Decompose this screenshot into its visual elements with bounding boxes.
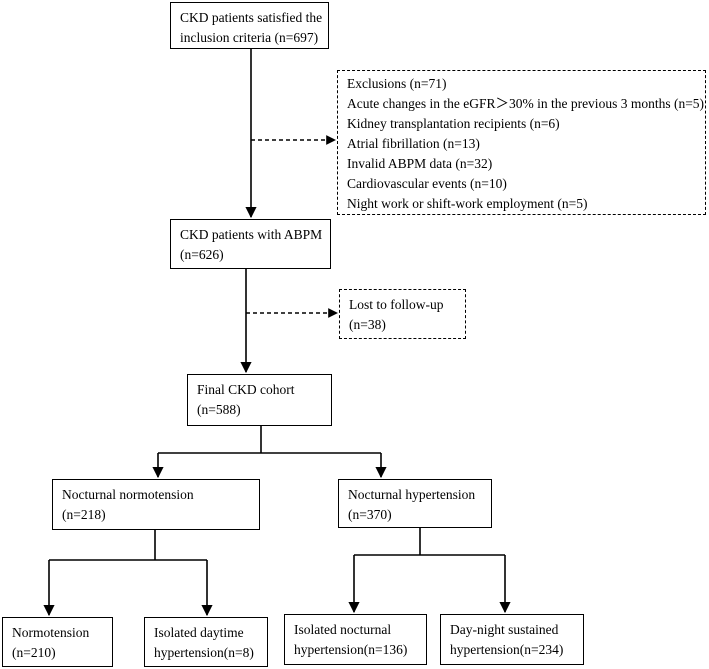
box-text-line: (n=38): [349, 317, 386, 332]
box-exclusions: Exclusions (n=71) Acute changes in the e…: [337, 70, 706, 215]
box-text-line: CKD patients satisfied the: [180, 10, 323, 25]
box-text-line: Lost to follow-up: [349, 297, 444, 312]
box-text-line: (n=588): [197, 402, 241, 417]
box-text-line: inclusion criteria (n=697): [180, 30, 319, 45]
box-text-line: Nocturnal hypertension: [348, 487, 476, 502]
box-text-line: Normotension: [12, 625, 90, 640]
box-text-line: (n=626): [180, 247, 224, 262]
exclusion-item: Acute changes in the eGFR＞30% in the pre…: [347, 96, 705, 111]
box-text-line: (n=210): [12, 645, 56, 660]
box-text-line: Nocturnal normotension: [62, 487, 194, 502]
exclusion-item: Cardiovascular events (n=10): [347, 176, 507, 191]
box-text-line: hypertension(n=136): [294, 642, 408, 657]
box-nocturnal-normotension: Nocturnal normotension (n=218): [52, 479, 260, 530]
box-normotension: Normotension (n=210): [2, 617, 113, 667]
box-isolated-nocturnal-hypertension: Isolated nocturnal hypertension(n=136): [284, 614, 427, 665]
box-text-line: Day-night sustained: [450, 622, 559, 637]
exclusion-item: Kidney transplantation recipients (n=6): [347, 116, 560, 131]
box-text-line: (n=370): [348, 507, 392, 522]
box-final-cohort: Final CKD cohort (n=588): [187, 374, 332, 426]
exclusion-item: Atrial fibrillation (n=13): [347, 136, 480, 151]
box-text-line: Isolated nocturnal: [294, 622, 392, 637]
exclusion-item: Night work or shift-work employment (n=5…: [347, 196, 588, 211]
box-ckd-with-abpm: CKD patients with ABPM (n=626): [170, 219, 331, 269]
box-text-line: (n=218): [62, 507, 106, 522]
box-text-line: hypertension(n=8): [154, 645, 254, 660]
box-text-line: Isolated daytime: [154, 625, 244, 640]
box-isolated-daytime-hypertension: Isolated daytime hypertension(n=8): [144, 617, 268, 667]
box-inclusion-criteria: CKD patients satisfied the inclusion cri…: [170, 2, 329, 49]
box-lost-to-follow-up: Lost to follow-up (n=38): [339, 289, 466, 339]
box-text-line: Final CKD cohort: [197, 382, 295, 397]
box-nocturnal-hypertension: Nocturnal hypertension (n=370): [338, 479, 492, 528]
exclusions-header: Exclusions (n=71): [347, 76, 447, 91]
box-text-line: hypertension(n=234): [450, 642, 564, 657]
box-text-line: CKD patients with ABPM: [180, 227, 323, 242]
box-day-night-sustained-hypertension: Day-night sustained hypertension(n=234): [440, 614, 584, 665]
exclusion-item: Invalid ABPM data (n=32): [347, 156, 493, 171]
